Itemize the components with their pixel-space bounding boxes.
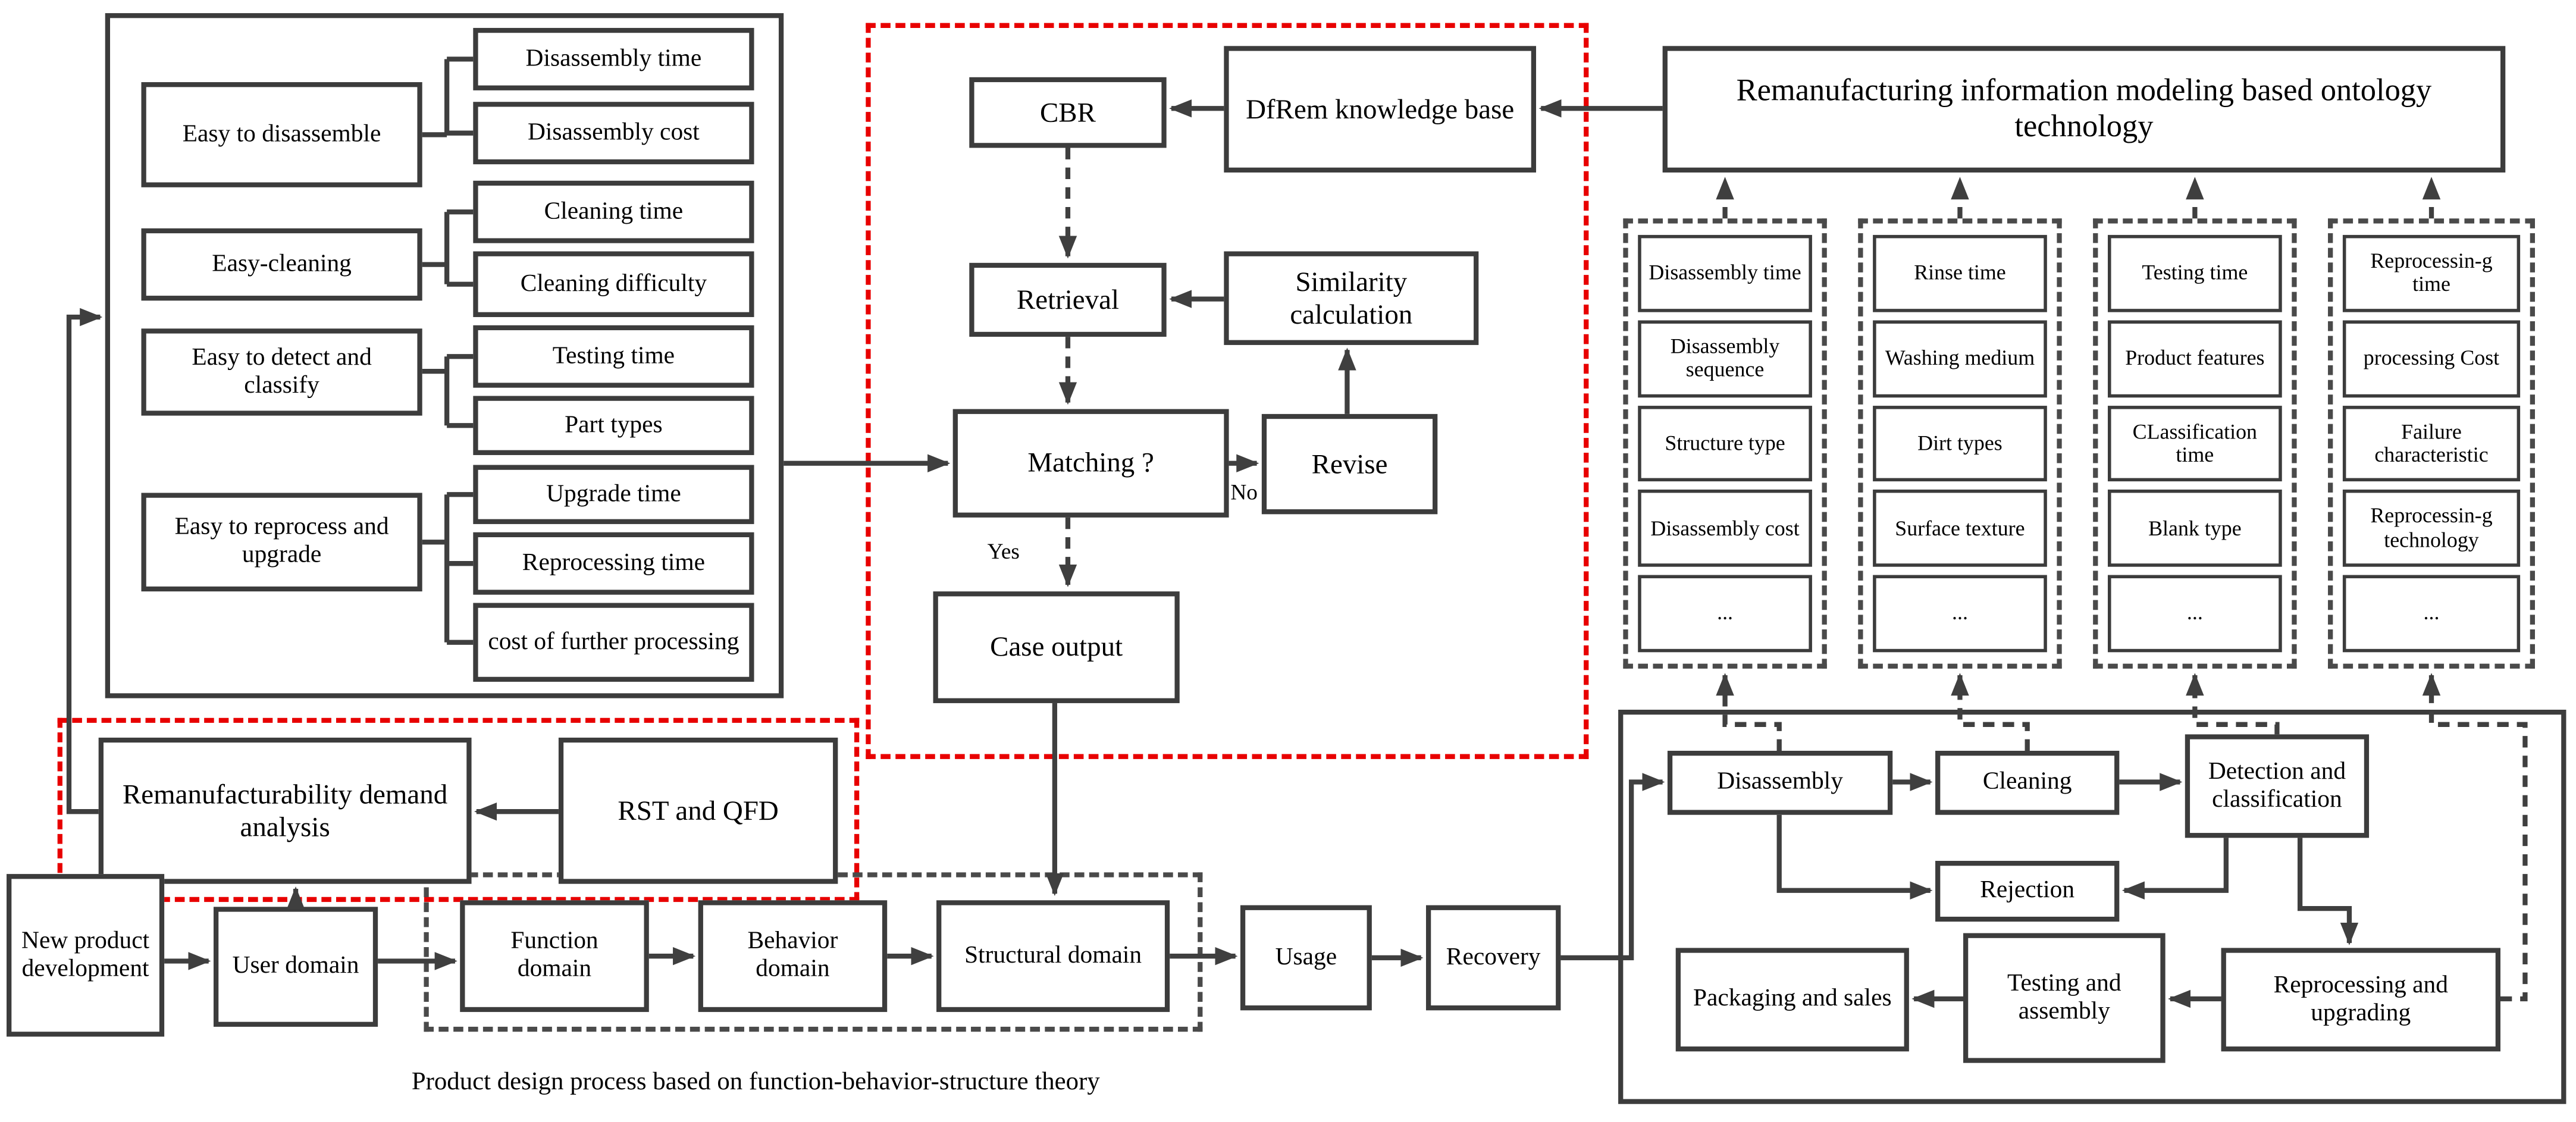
kitem: ... bbox=[1638, 575, 1812, 653]
kitem: Dirt types bbox=[1873, 405, 2047, 482]
recovery-box: Recovery bbox=[1425, 905, 1561, 1011]
kitem: processing Cost bbox=[2342, 319, 2521, 397]
new-product-development-box: New product development bbox=[7, 874, 165, 1037]
cost-further-processing-box: cost of further processing bbox=[473, 603, 754, 682]
easy-reprocess-upgrade-box: Easy to reprocess and upgrade bbox=[141, 493, 422, 592]
kitem: Surface texture bbox=[1873, 490, 2047, 568]
upgrade-time-box: Upgrade time bbox=[473, 465, 754, 524]
kitem: CLassification time bbox=[2108, 405, 2282, 482]
yes-label: Yes bbox=[987, 538, 1020, 564]
easy-detect-classify-box: Easy to detect and classify bbox=[141, 328, 422, 416]
matching-decision-box: Matching ? bbox=[952, 409, 1229, 518]
knowledge-column-testing: Testing time Product features CLassifica… bbox=[2093, 218, 2297, 669]
cleaning-difficulty-box: Cleaning difficulty bbox=[473, 251, 754, 317]
kitem: ... bbox=[1873, 575, 2047, 653]
kitem: Reprocessin-g technology bbox=[2342, 490, 2521, 568]
no-label: No bbox=[1230, 479, 1258, 504]
rst-qfd-box: RST and QFD bbox=[558, 737, 838, 884]
kitem: Disassembly time bbox=[1638, 234, 1812, 312]
cbr-box: CBR bbox=[969, 77, 1167, 148]
cleaning-time-box: Cleaning time bbox=[473, 180, 754, 243]
kitem: ... bbox=[2342, 575, 2521, 653]
kitem: Rinse time bbox=[1873, 234, 2047, 312]
kitem: ... bbox=[2108, 575, 2282, 653]
disassembly-step-box: Disassembly bbox=[1667, 751, 1893, 815]
testing-time-box: Testing time bbox=[473, 325, 754, 388]
rejection-box: Rejection bbox=[1935, 861, 2120, 922]
retrieval-box: Retrieval bbox=[969, 262, 1167, 337]
case-output-box: Case output bbox=[933, 591, 1180, 703]
kitem: Disassembly sequence bbox=[1638, 319, 1812, 397]
kitem: Failure characteristic bbox=[2342, 405, 2521, 482]
kitem: Blank type bbox=[2108, 490, 2282, 568]
remanufacturability-demand-analysis-box: Remanufacturability demand analysis bbox=[98, 737, 472, 884]
easy-to-disassemble-box: Easy to disassemble bbox=[141, 82, 422, 187]
function-domain-box: Function domain bbox=[460, 900, 649, 1013]
kitem: Testing time bbox=[2108, 234, 2282, 312]
fbs-caption: Product design process based on function… bbox=[411, 1067, 1100, 1096]
kitem: Disassembly cost bbox=[1638, 490, 1812, 568]
knowledge-column-disassembly: Disassembly time Disassembly sequence St… bbox=[1623, 218, 1827, 669]
detection-classification-box: Detection and classification bbox=[2185, 734, 2370, 838]
disassembly-cost-box: Disassembly cost bbox=[473, 102, 754, 165]
easy-cleaning-box: Easy-cleaning bbox=[141, 228, 422, 301]
demand-analysis-red-frame bbox=[57, 717, 860, 902]
reprocessing-upgrading-box: Reprocessing and upgrading bbox=[2221, 948, 2501, 1052]
packaging-sales-box: Packaging and sales bbox=[1675, 948, 1909, 1052]
cleaning-step-box: Cleaning bbox=[1935, 751, 2120, 815]
behavior-domain-box: Behavior domain bbox=[698, 900, 888, 1013]
kitem: Washing medium bbox=[1873, 319, 2047, 397]
kitem: Reprocessin-g time bbox=[2342, 234, 2521, 312]
usage-box: Usage bbox=[1240, 905, 1372, 1011]
user-domain-box: User domain bbox=[213, 907, 378, 1027]
structural-domain-box: Structural domain bbox=[936, 900, 1170, 1013]
similarity-calculation-box: Similarity calculation bbox=[1224, 251, 1479, 345]
cbr-red-frame bbox=[866, 23, 1589, 759]
part-types-box: Part types bbox=[473, 396, 754, 455]
knowledge-column-reprocessing: Reprocessin-g time processing Cost Failu… bbox=[2328, 218, 2535, 669]
disassembly-time-box: Disassembly time bbox=[473, 27, 754, 90]
dfrem-knowledge-base-box: DfRem knowledge base bbox=[1224, 46, 1537, 173]
knowledge-column-cleaning: Rinse time Washing medium Dirt types Sur… bbox=[1858, 218, 2062, 669]
reprocessing-time-box: Reprocessing time bbox=[473, 532, 754, 595]
kitem: Structure type bbox=[1638, 405, 1812, 482]
ontology-modeling-box: Remanufacturing information modeling bas… bbox=[1662, 46, 2506, 173]
testing-assembly-box: Testing and assembly bbox=[1963, 933, 2166, 1063]
kitem: Product features bbox=[2108, 319, 2282, 397]
revise-box: Revise bbox=[1261, 413, 1438, 515]
